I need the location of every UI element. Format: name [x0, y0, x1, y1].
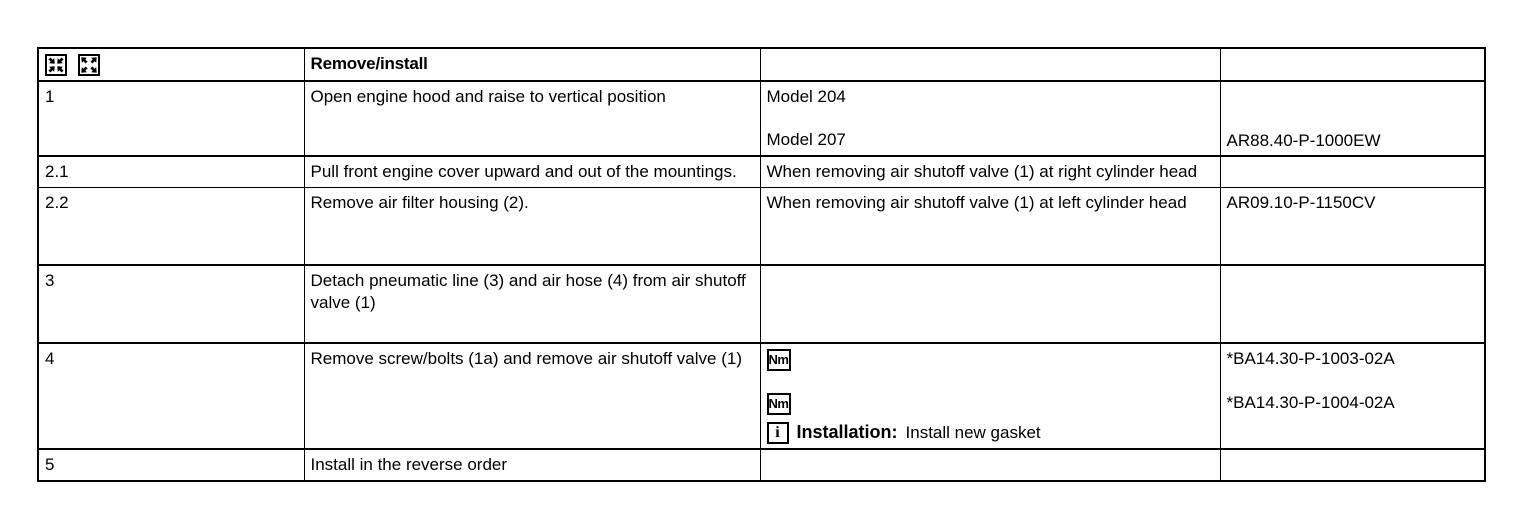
expand-arrows-icon: [45, 53, 67, 76]
step-number: 3: [37, 264, 305, 344]
header-cell-step-icons: [37, 47, 305, 82]
table-row: 4 Remove screw/bolts (1a) and remove air…: [37, 342, 1486, 450]
note-line: Model 207: [766, 130, 846, 150]
step-number: 2.1: [37, 155, 305, 189]
doc-ref-link[interactable]: *BA14.30-P-1004-02A: [1226, 392, 1395, 412]
note-line: Model 204: [766, 86, 846, 106]
table-header-row: Remove/install: [37, 47, 1486, 82]
task-description: Detach pneumatic line (3) and air hose (…: [303, 264, 761, 344]
info-icon: i: [766, 421, 789, 444]
note-cell: Model 204 Model 207: [759, 79, 1221, 157]
note-cell: Nm Nm i Installation: Install new gasket: [759, 342, 1221, 450]
doc-ref-cell: [1219, 448, 1486, 482]
task-description: Install in the reverse order: [303, 448, 761, 482]
doc-ref-cell: [1219, 264, 1486, 344]
step-number: 2.2: [37, 187, 305, 266]
task-description: Remove screw/bolts (1a) and remove air s…: [303, 342, 761, 450]
table-row: 3 Detach pneumatic line (3) and air hose…: [37, 264, 1486, 344]
installation-label: Installation:: [796, 422, 898, 443]
doc-ref-cell: [1219, 155, 1486, 189]
header-cell-doc: [1219, 47, 1486, 82]
table-row: 2.1 Pull front engine cover upward and o…: [37, 155, 1486, 189]
note-spacer: [767, 107, 1214, 129]
torque-spec-1: Nm: [766, 348, 1214, 371]
header-cell-note: [759, 47, 1221, 82]
doc-ref-link[interactable]: *BA14.30-P-1003-02A: [1226, 349, 1395, 369]
note-cell: When removing air shutoff valve (1) at l…: [759, 187, 1221, 266]
step-number: 4: [37, 342, 305, 450]
header-cell-task: Remove/install: [303, 47, 761, 82]
doc-spacer: [1227, 108, 1479, 130]
torque-nm-icon: Nm: [766, 393, 791, 416]
installation-note: i Installation: Install new gasket: [766, 421, 1214, 444]
doc-ref-cell: AR88.40-P-1000EW: [1219, 79, 1486, 157]
torque-spec-2: Nm: [766, 393, 1214, 416]
table-row: 2.2 Remove air filter housing (2). When …: [37, 187, 1486, 266]
doc-ref-cell: AR09.10-P-1150CV: [1219, 187, 1486, 266]
procedure-table: Remove/install 1 Open engine hood and ra…: [37, 47, 1486, 482]
step-number: 5: [37, 448, 305, 482]
task-description: Pull front engine cover upward and out o…: [303, 155, 761, 189]
table-row: 5 Install in the reverse order: [37, 448, 1486, 482]
task-description: Remove air filter housing (2).: [303, 187, 761, 266]
task-description: Open engine hood and raise to vertical p…: [303, 79, 761, 157]
step-number: 1: [37, 79, 305, 157]
doc-ref-link[interactable]: AR88.40-P-1000EW: [1226, 130, 1381, 150]
installation-text: Install new gasket: [905, 422, 1041, 442]
doc-spacer: [1227, 86, 1479, 108]
doc-ref-link[interactable]: AR09.10-P-1150CV: [1226, 193, 1376, 213]
doc-ref-cell: *BA14.30-P-1003-02A *BA14.30-P-1004-02A: [1219, 342, 1486, 450]
table-row: 1 Open engine hood and raise to vertical…: [37, 79, 1486, 157]
note-cell: [759, 448, 1221, 482]
note-cell: [759, 264, 1221, 344]
collapse-arrows-icon: [77, 53, 100, 76]
note-cell: When removing air shutoff valve (1) at r…: [759, 155, 1221, 189]
torque-nm-icon: Nm: [766, 348, 791, 371]
